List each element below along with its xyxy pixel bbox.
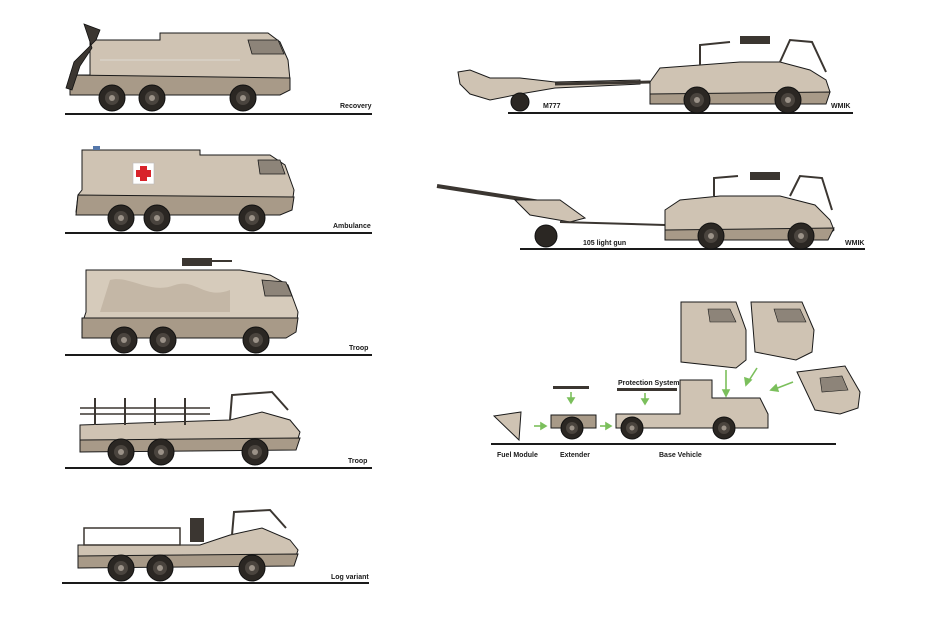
label-fuel-module: Fuel Module	[497, 452, 538, 459]
label-protection-system: Protection System	[618, 380, 680, 387]
label-m777: M777	[543, 103, 561, 110]
ambulance-vehicle	[75, 146, 295, 232]
ground-line-log-variant	[62, 582, 369, 584]
ground-line-modules	[491, 443, 836, 445]
label-log-variant: Log variant	[331, 574, 369, 581]
ground-line-troop-1	[65, 354, 372, 356]
ground-line-troop-2	[65, 467, 372, 469]
label-base-vehicle: Base Vehicle	[659, 452, 702, 459]
ground-line-recovery	[65, 113, 372, 115]
label-troop-1: Troop	[349, 345, 369, 352]
wmik-with-m777	[457, 36, 831, 114]
modular-system	[492, 301, 861, 442]
troop-vehicle-1	[81, 258, 299, 354]
label-extender: Extender	[560, 452, 590, 459]
wmik-with-light-gun	[436, 172, 835, 250]
troop-vehicle-2	[79, 390, 301, 466]
label-wmik-1: WMIK	[831, 103, 851, 110]
log-variant-vehicle	[77, 508, 299, 582]
label-light-gun: 105 light gun	[583, 240, 627, 247]
ground-line-m777	[508, 112, 853, 114]
recovery-vehicle	[65, 23, 291, 112]
label-ambulance: Ambulance	[333, 223, 371, 230]
label-wmik-2: WMIK	[845, 240, 865, 247]
label-troop-2: Troop	[348, 458, 368, 465]
ground-line-ambulance	[65, 232, 372, 234]
label-recovery: Recovery	[340, 103, 372, 110]
ground-line-light-gun	[520, 248, 865, 250]
